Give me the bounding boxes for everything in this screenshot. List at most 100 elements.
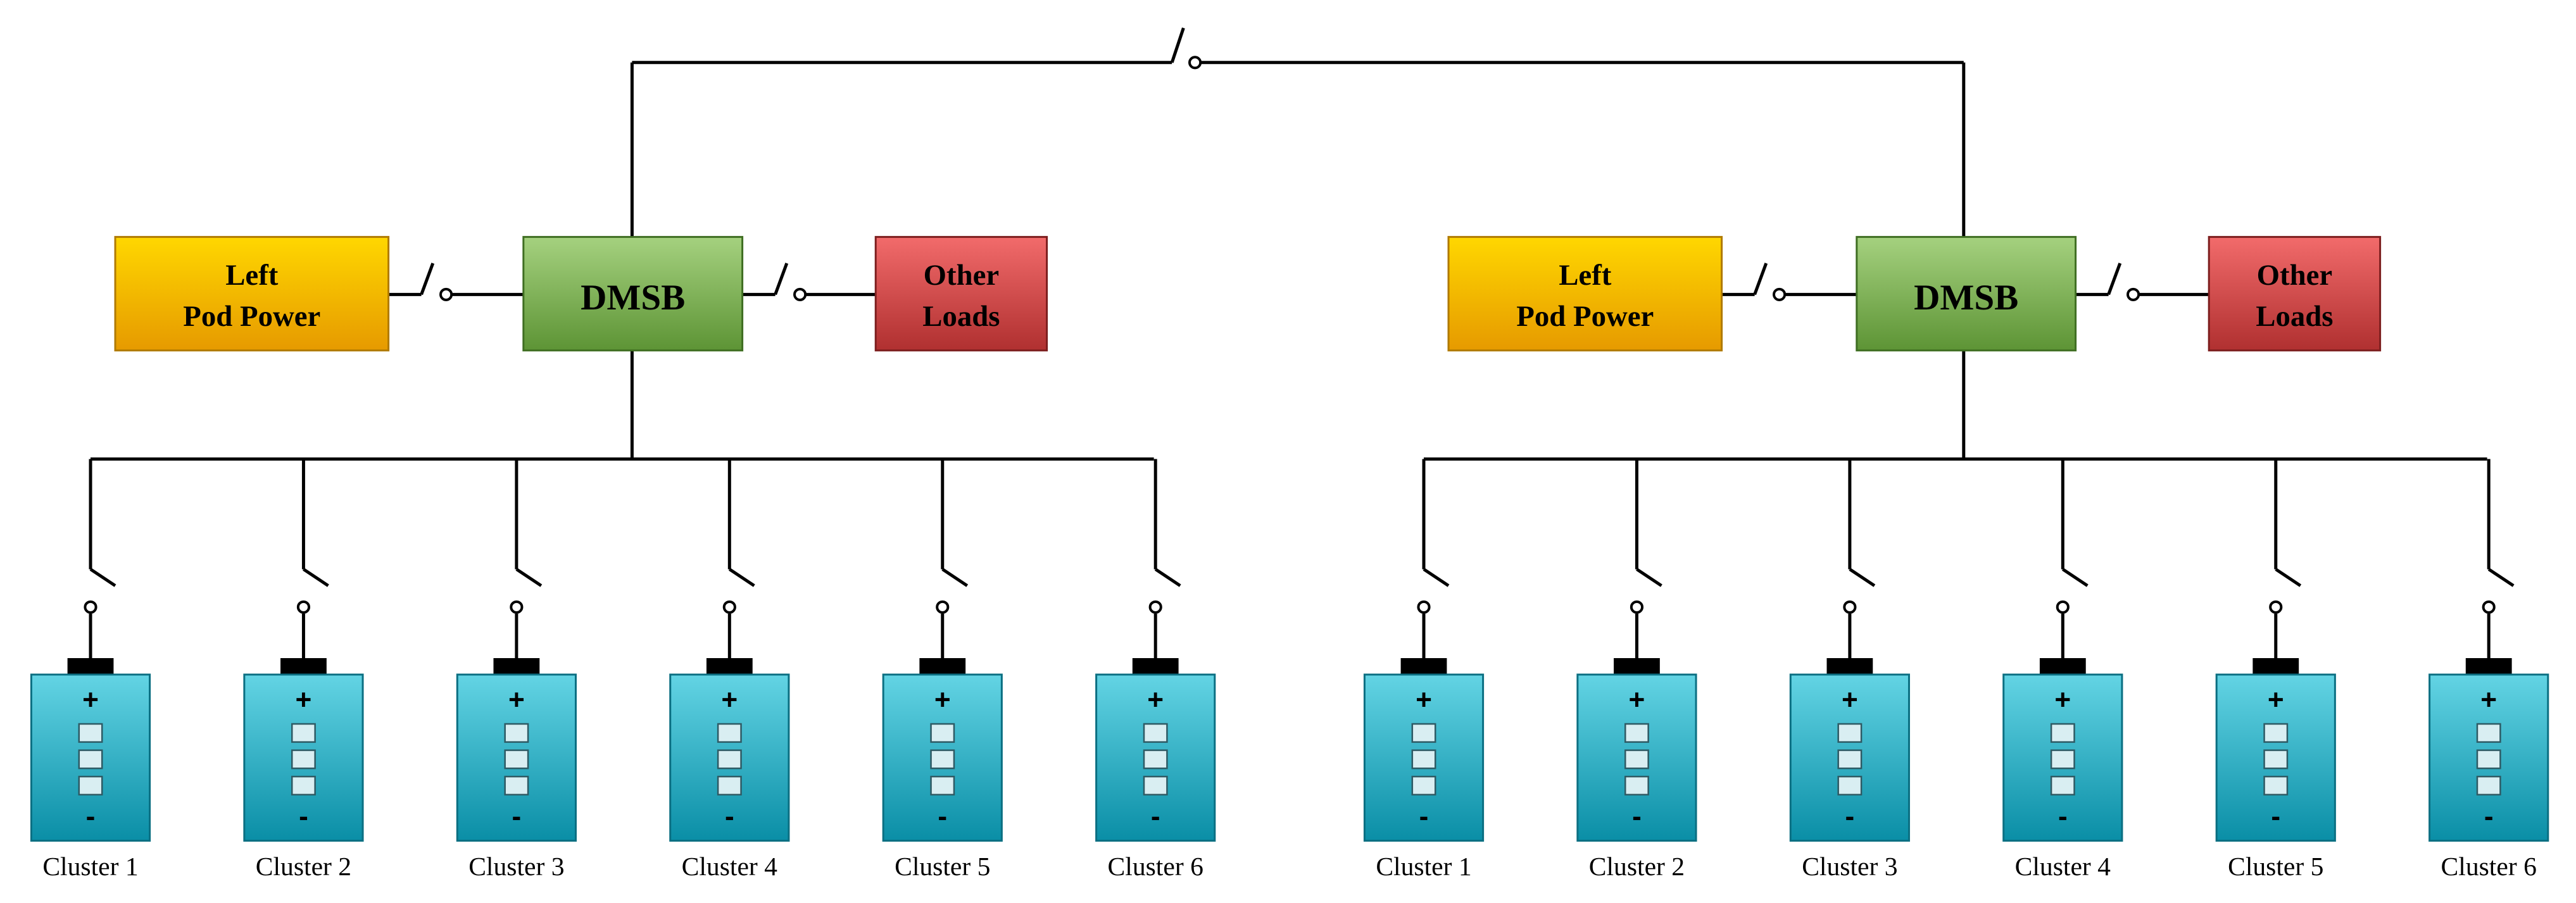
cluster-switch-blade [2275, 568, 2302, 587]
battery-terminal [2465, 658, 2512, 675]
cluster-label: Cluster 6 [2441, 852, 2537, 881]
battery-cell [1837, 775, 1863, 796]
battery-cell [1837, 723, 1863, 743]
pod-switch-contact [439, 287, 453, 301]
cluster-switch-blade [1636, 568, 1662, 587]
cluster-switch-contact [722, 600, 736, 614]
other-loads-label-line1: Other [2257, 259, 2333, 292]
battery-minus-sign: - [512, 801, 522, 832]
battery-terminal [493, 658, 540, 675]
cluster-label: Cluster 1 [1376, 852, 1471, 881]
battery-cell [78, 723, 103, 743]
battery-minus-sign: - [2484, 801, 2494, 832]
dmsb-box [522, 235, 744, 352]
pod-power-label-line1: Left [225, 259, 279, 292]
battery-cell [1624, 723, 1649, 743]
other-loads-box [2208, 235, 2382, 352]
pod-power-box [1447, 235, 1723, 352]
pod-power-label-line2: Pod Power [183, 300, 320, 333]
battery-minus-sign: - [299, 801, 308, 832]
dmsb-label: DMSB [581, 278, 685, 318]
pod-switch-blade [420, 263, 435, 296]
cluster-label: Cluster 2 [1589, 852, 1685, 881]
battery-cell [504, 723, 529, 743]
cluster-switch-contact [84, 600, 97, 614]
pod-switch-contact [1773, 287, 1787, 301]
battery-terminal [919, 658, 966, 675]
battery-cell [78, 749, 103, 769]
battery-plus-sign: + [296, 685, 312, 716]
battery-cell [930, 775, 955, 796]
battery-cell [1143, 749, 1168, 769]
battery-minus-sign: - [2271, 801, 2280, 832]
pod-switch-blade [1753, 263, 1768, 296]
battery-cell [2476, 775, 2501, 796]
cluster-switch-contact [1843, 600, 1857, 614]
cluster-switch-blade [2061, 568, 2089, 587]
cluster-switch-contact [510, 600, 524, 614]
battery-cell [291, 723, 316, 743]
cluster-switch-blade [515, 568, 543, 587]
loads-switch-blade [774, 263, 789, 296]
dmsb-label: DMSB [1914, 278, 2018, 318]
cluster-label: Cluster 3 [1802, 852, 1897, 881]
battery-cell [2476, 749, 2501, 769]
battery-cell [1411, 775, 1436, 796]
battery-cell [717, 749, 742, 769]
battery-plus-sign: + [721, 685, 738, 716]
battery-cell [1411, 723, 1436, 743]
battery-cell [2050, 775, 2075, 796]
pod-power-label-line1: Left [1559, 259, 1612, 292]
battery-cell [2050, 749, 2075, 769]
cluster-switch-contact [296, 600, 311, 614]
battery-minus-sign: - [86, 801, 96, 832]
cluster-label: Cluster 1 [42, 852, 138, 881]
battery-minus-sign: - [2058, 801, 2068, 832]
battery-minus-sign: - [1151, 801, 1160, 832]
pod-power-label-line2: Pod Power [1516, 300, 1654, 333]
battery-cell [2263, 723, 2289, 743]
battery-cell [1143, 723, 1168, 743]
battery-plus-sign: + [2480, 685, 2497, 716]
cluster-switch-blade [1423, 568, 1450, 587]
cluster-switch-blade [1849, 568, 1876, 587]
battery-cell [717, 723, 742, 743]
battery-terminal [280, 658, 327, 675]
battery-cell [291, 775, 316, 796]
loads-switch-contact [2127, 287, 2140, 301]
cluster-label: Cluster 5 [2228, 852, 2323, 881]
cluster-switch-contact [2269, 600, 2283, 614]
battery-terminal [1826, 658, 1873, 675]
dmsb-box [1856, 235, 2077, 352]
cluster-switch-contact [1417, 600, 1431, 614]
battery-cell [504, 775, 529, 796]
battery-plus-sign: + [1842, 685, 1858, 716]
battery-cell [1143, 775, 1168, 796]
battery-cell [930, 749, 955, 769]
battery-cell [1624, 749, 1649, 769]
battery-terminal [706, 658, 753, 675]
battery-cell [2476, 723, 2501, 743]
battery-minus-sign: - [1632, 801, 1642, 832]
battery-cell [1411, 749, 1436, 769]
battery-terminal [67, 658, 114, 675]
cluster-switch-blade [2487, 568, 2515, 587]
battery-minus-sign: - [1419, 801, 1429, 832]
battery-cell [930, 723, 955, 743]
battery-cell [78, 775, 103, 796]
other-loads-label-line2: Loads [922, 300, 1000, 333]
wiring [84, 27, 2515, 658]
cluster-label: Cluster 2 [256, 852, 351, 881]
other-loads-box [874, 235, 1048, 352]
cluster-switch-contact [2056, 600, 2070, 614]
battery-cell [1837, 749, 1863, 769]
battery-plus-sign: + [1147, 685, 1164, 716]
battery-plus-sign: + [508, 685, 525, 716]
cluster-switch-blade [941, 568, 969, 587]
cluster-switch-blade [89, 568, 116, 587]
battery-plus-sign: + [2054, 685, 2071, 716]
bus-tie-switch-blade [1170, 27, 1185, 63]
battery-terminal [1132, 658, 1179, 675]
battery-terminal [1400, 658, 1447, 675]
